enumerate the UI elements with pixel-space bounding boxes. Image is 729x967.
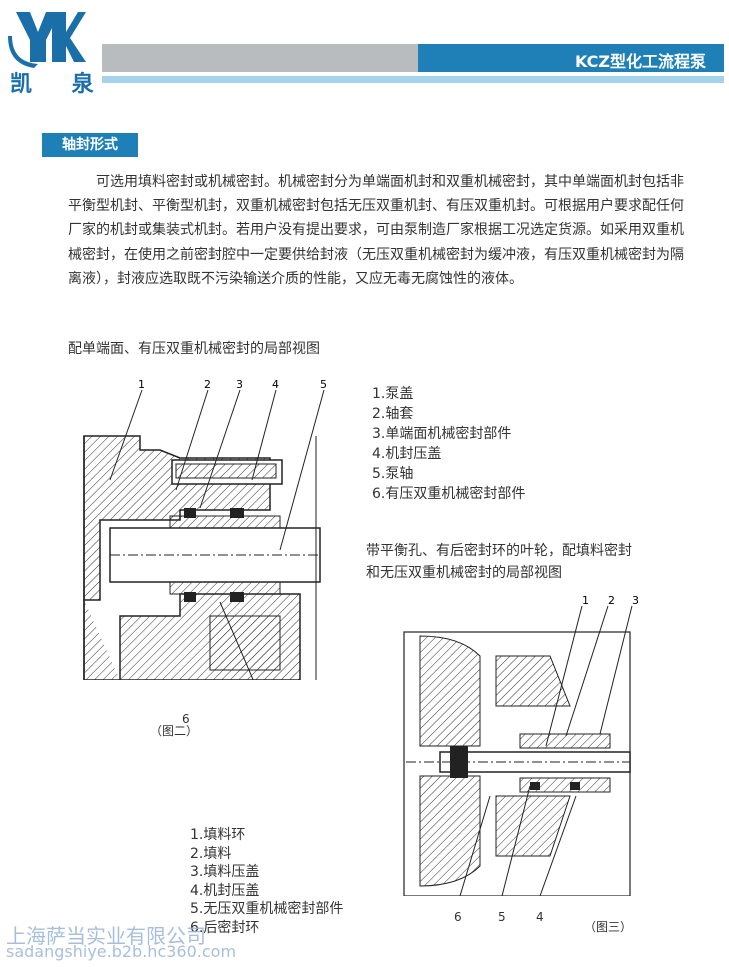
header-underline [102,76,724,83]
figure3-drawing: 1 2 3 [403,596,639,896]
watermark-company: 上海萨当实业有限公司 [6,924,206,948]
figure2-caption: 配单端面、有压双重机械密封的局部视图 [68,341,320,357]
figure2-label: （图二） [150,724,199,738]
figure3-callout: 1 [582,596,589,607]
figure2-callout: 4 [272,380,279,391]
figure3-callout-5: 5 [498,910,506,924]
figure2-callout: 3 [236,380,243,391]
logo-text: 凯 泉 [10,72,110,97]
figure2-legend: 1.泵盖 2.轴套 3.单端面机械密封部件 4.机封压盖 5.泵轴 6.有压双重… [372,386,526,502]
header-blue-bar: KCZ型化工流程泵 [418,44,724,72]
body-paragraph: 可选用填料密封或机械密封。机械密封分为单端面机封和双重机械密封，其中单端面机封包… [68,174,684,287]
figure3-caption: 带平衡孔、有后密封环的叶轮，配填料密封 和无压双重机械密封的局部视图 [366,543,632,581]
figure3-callout-4: 4 [536,910,544,924]
figure2-callout: 1 [138,380,145,391]
header-gray-bar [102,44,418,72]
figure3-callout: 2 [608,596,615,607]
figure2-callout: 5 [320,380,327,391]
figure3-callout-6: 6 [454,910,462,924]
figure2-drawing: 1 2 3 4 5 [83,380,327,680]
figure2-callout: 2 [204,380,211,391]
figure2-callout-6: 6 [182,712,190,726]
figure3-legend: 1.填料环 2.填料 3.填料压盖 4.机封压盖 5.无压双重机械密封部件 6.… [190,827,344,936]
figure3-callout: 3 [632,596,639,607]
figure3-label: （图三） [584,920,633,934]
watermark-url: sadangshiye.b2b.hc360.com [6,942,237,961]
kaiquan-logo [8,12,86,68]
section-title: 轴封形式 [42,133,138,157]
page-title: KCZ型化工流程泵 [574,52,706,71]
